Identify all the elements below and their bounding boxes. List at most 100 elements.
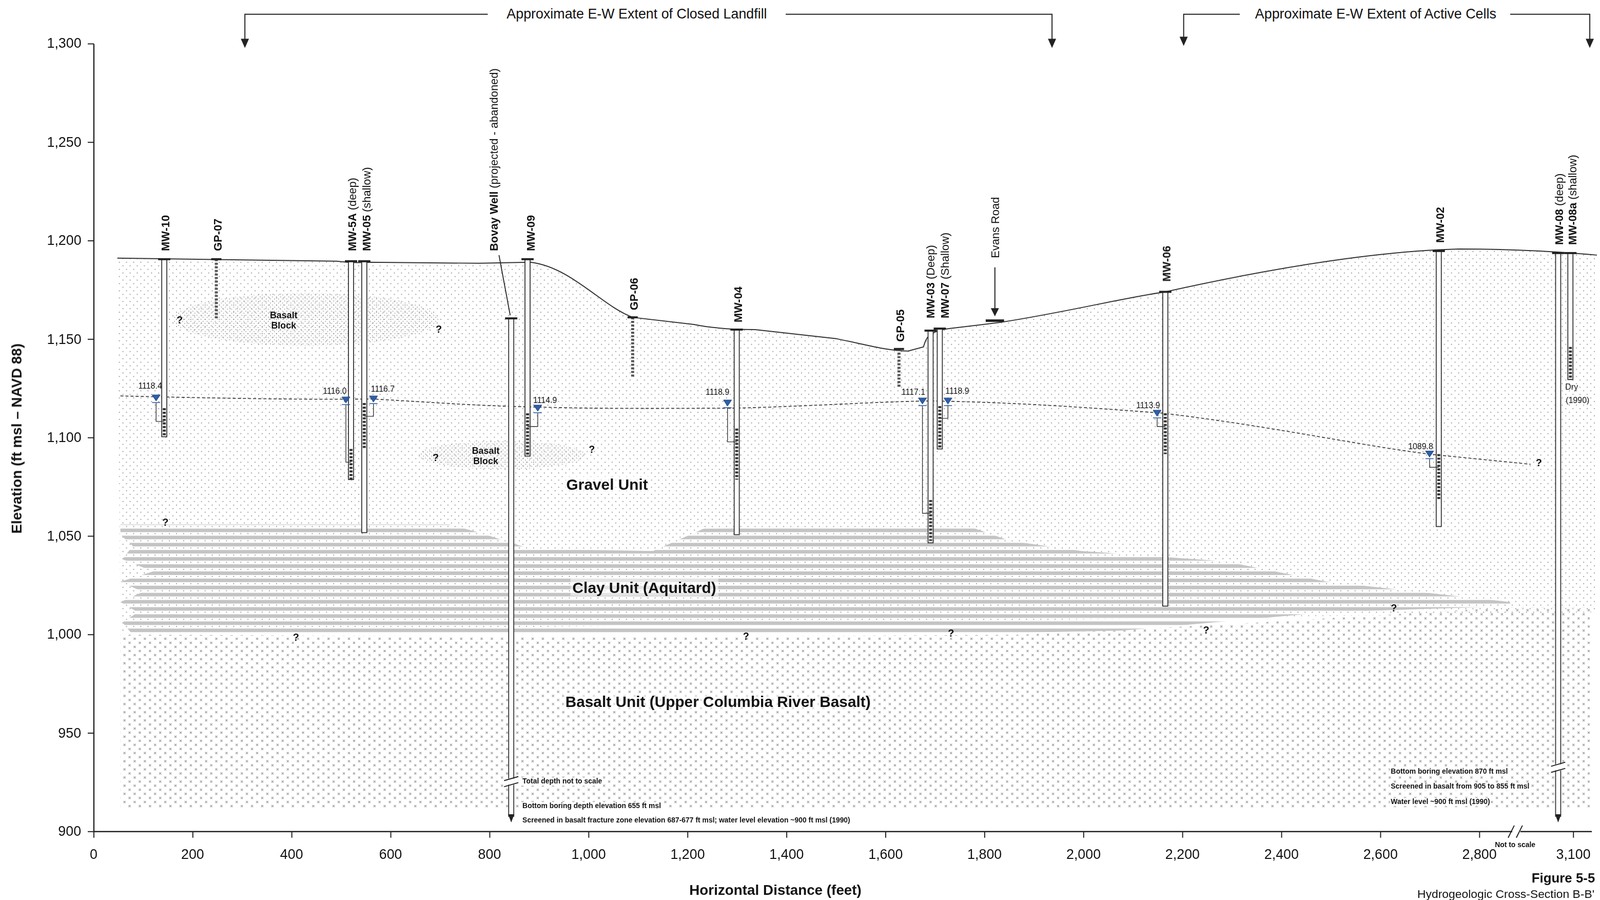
water-level-symbol — [943, 404, 952, 406]
ground-surface — [117, 248, 1597, 351]
note: Total depth not to scale — [521, 776, 603, 786]
tick-label: 2,000 — [1066, 846, 1101, 863]
well-screen — [162, 407, 166, 437]
water-level-symbol — [1153, 417, 1162, 419]
rotated-label: MW-10 — [157, 215, 171, 251]
well-cap — [344, 260, 358, 263]
level-bracket — [1429, 458, 1439, 467]
water-level: 1116.7 — [371, 383, 395, 394]
well-screen — [735, 428, 739, 480]
uncertainty-mark: ? — [293, 631, 300, 643]
rotated-label: Bovay Well (projected - abandoned) — [486, 68, 500, 251]
well-name: MW-09 — [523, 215, 537, 251]
tick — [390, 831, 392, 838]
tick — [87, 141, 94, 143]
rotated-label: MW-07(Shallow) — [937, 232, 951, 319]
well-cap — [1564, 251, 1577, 255]
well-cap — [893, 347, 905, 350]
rotated-label: Evans Road — [987, 197, 1001, 262]
well-cap — [1432, 249, 1446, 252]
wells — [151, 250, 1577, 823]
well-name: MW-05 — [359, 215, 373, 251]
basalt-unit — [120, 607, 1590, 809]
tick — [489, 831, 491, 838]
well-note: Evans Road — [988, 197, 1001, 259]
level-bracket — [922, 405, 931, 514]
clay-unit — [120, 524, 1511, 635]
well-casing — [1555, 252, 1561, 816]
road — [985, 319, 1005, 322]
tick-label: 200 — [181, 846, 205, 863]
well-cap — [158, 258, 171, 261]
uncertainty-mark: ? — [743, 630, 750, 642]
well-cap — [730, 328, 744, 331]
well-screen — [362, 402, 366, 449]
axis-title: Horizontal Distance (feet) — [689, 881, 862, 898]
water-level: 1113.9 — [1136, 400, 1160, 410]
water-level: 1089.8 — [1408, 441, 1434, 451]
well-casing — [937, 328, 943, 450]
well-screen — [929, 499, 933, 541]
tick — [87, 830, 94, 832]
tick — [588, 831, 590, 838]
uncertainty-mark: ? — [435, 323, 442, 336]
water-level-symbol — [341, 403, 350, 405]
well-name: GP-05 — [893, 309, 906, 342]
rotated-label: MW-03(Deep) — [923, 244, 937, 319]
well-name: MW-07 — [938, 282, 951, 319]
basalt-block — [173, 292, 439, 346]
tick — [291, 831, 293, 838]
tick — [87, 240, 94, 242]
unit-label: Basalt Unit (Upper Columbia River Basalt… — [563, 692, 873, 710]
level-bracket — [939, 405, 948, 419]
figure-number: Figure 5-5 — [1531, 870, 1596, 886]
rotated-label: MW-02 — [1432, 206, 1446, 243]
water-level-symbol — [341, 396, 350, 403]
axis-title: Elevation (ft msl – NAVD 88) — [8, 343, 25, 534]
well-screen — [938, 405, 942, 449]
tick-label: 1,250 — [46, 133, 82, 150]
well-cap — [924, 329, 938, 332]
tick-label: 600 — [379, 846, 403, 863]
probe-screen — [897, 348, 901, 388]
well-screen — [349, 449, 353, 480]
tick-label: 1,300 — [46, 35, 82, 52]
water-level-symbol — [369, 395, 378, 402]
well-note: (projected - abandoned) — [487, 68, 500, 188]
well-name: Bovay Well — [487, 191, 500, 251]
tick — [192, 831, 194, 838]
tick-label: 1,800 — [967, 846, 1002, 863]
level-bracket — [155, 402, 165, 422]
water-table — [120, 395, 1531, 464]
well-casing — [161, 259, 167, 437]
well-casing — [928, 330, 934, 543]
well-name: MW-08 — [1552, 208, 1566, 245]
water-level-symbol — [723, 406, 732, 408]
tick-label: 1,100 — [46, 429, 82, 446]
level-bracket — [527, 413, 538, 427]
well-casing — [734, 329, 740, 535]
tick — [1281, 831, 1283, 838]
probe-screen — [215, 259, 219, 319]
rotated-label: MW-09 — [522, 215, 537, 251]
level-bracket — [364, 403, 374, 417]
tick-label: 1,400 — [769, 846, 804, 863]
note: Bottom boring depth elevation 655 ft msl — [521, 801, 662, 810]
water-level-symbol — [918, 404, 927, 406]
rotated-label: GP-06 — [626, 277, 640, 310]
water-level: 1114.9 — [533, 395, 557, 405]
well-cap — [627, 316, 638, 319]
tick-label: 400 — [280, 846, 304, 863]
rotated-label: MW-08a(shallow) — [1564, 154, 1578, 245]
well-note: (deep) — [345, 177, 358, 210]
well-name: MW-08a — [1565, 202, 1578, 245]
rotated-label: Elevation (ft msl – NAVD 88) — [10, 343, 23, 534]
well-screen — [525, 413, 530, 456]
well-casing — [361, 261, 367, 533]
arrowhead — [990, 307, 1000, 317]
water-level-symbol — [723, 399, 732, 406]
uncertainty-mark: ? — [1390, 601, 1397, 614]
uncertainty-mark: ? — [162, 516, 169, 529]
